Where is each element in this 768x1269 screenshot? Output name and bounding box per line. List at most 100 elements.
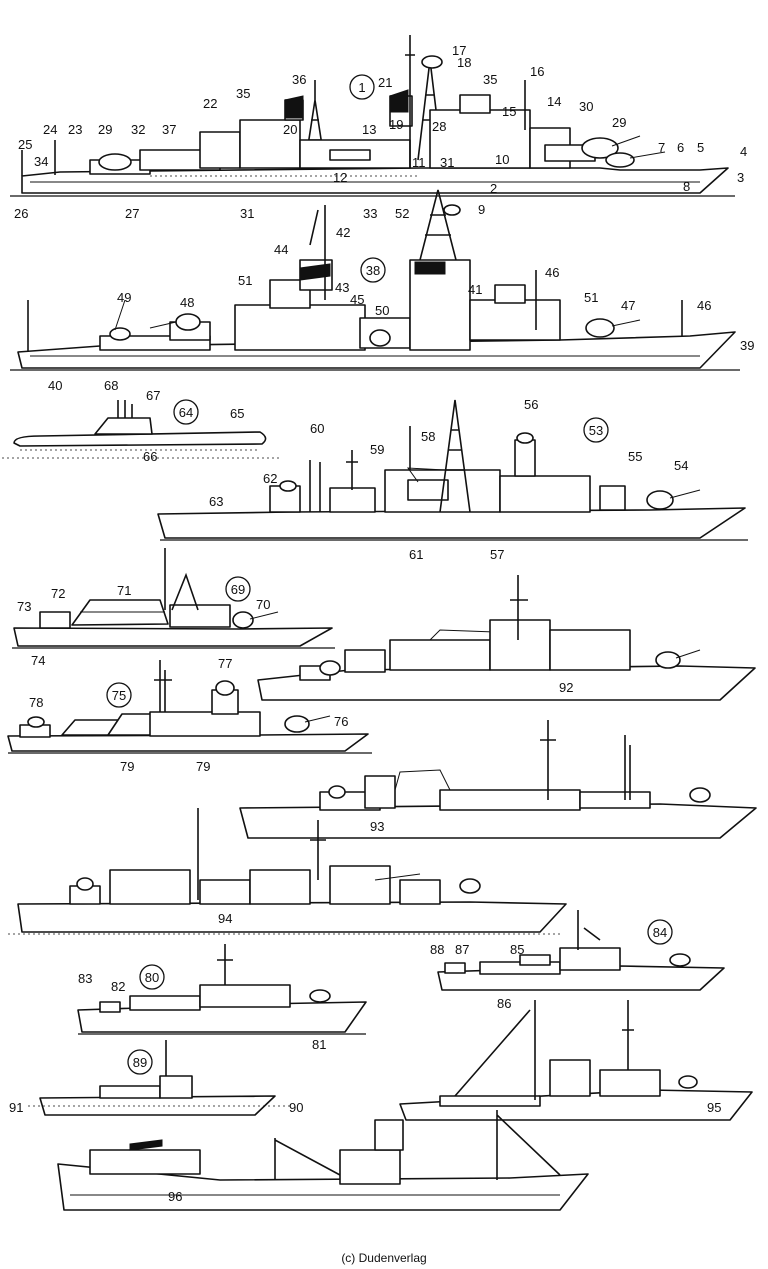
label-21: 21 (378, 75, 392, 90)
ship-89-patrol (28, 1040, 290, 1116)
ship-94-tender (8, 808, 567, 935)
label-47: 47 (621, 298, 635, 313)
label-44: 44 (274, 242, 288, 257)
label-48: 48 (180, 295, 194, 310)
label-5: 5 (697, 140, 704, 155)
label-10: 10 (495, 152, 509, 167)
label-24: 24 (43, 122, 57, 137)
label-27: 27 (125, 206, 139, 221)
label-6: 6 (677, 140, 684, 155)
label-92: 92 (559, 680, 573, 695)
label-78: 78 (29, 695, 43, 710)
label-45: 45 (350, 292, 364, 307)
ship-64-submarine (2, 400, 280, 459)
label-8: 8 (683, 179, 690, 194)
label-16: 16 (530, 64, 544, 79)
ship-93-tender (239, 720, 757, 839)
callout-53: 53 (589, 423, 603, 438)
label-42: 42 (336, 225, 350, 240)
label-29-aft: 29 (98, 122, 112, 137)
callout-84: 84 (653, 925, 667, 940)
callout-89: 89 (133, 1055, 147, 1070)
label-29-fwd: 29 (612, 115, 626, 130)
label-67: 67 (146, 388, 160, 403)
label-31-deck: 31 (440, 155, 454, 170)
label-66: 66 (143, 449, 157, 464)
part-labels: 2 3 4 5 6 7 8 9 10 11 12 13 14 15 16 17 … (9, 43, 754, 1204)
ship-95-tender (399, 1000, 753, 1121)
label-83: 83 (78, 971, 92, 986)
label-25: 25 (18, 137, 32, 152)
label-2: 2 (490, 181, 497, 196)
ship-1-destroyer (10, 35, 735, 197)
label-62: 62 (263, 471, 277, 486)
label-34: 34 (34, 154, 48, 169)
label-9: 9 (478, 202, 485, 217)
label-63: 63 (209, 494, 223, 509)
label-74: 74 (31, 653, 45, 668)
label-20: 20 (283, 122, 297, 137)
label-73: 73 (17, 599, 31, 614)
label-50: 50 (375, 303, 389, 318)
label-33: 33 (363, 206, 377, 221)
label-79-fwd: 79 (196, 759, 210, 774)
label-37: 37 (162, 122, 176, 137)
label-35-aft: 35 (236, 86, 250, 101)
label-36: 36 (292, 72, 306, 87)
label-87: 87 (455, 942, 469, 957)
label-14: 14 (547, 94, 561, 109)
label-41: 41 (468, 282, 482, 297)
label-17: 17 (452, 43, 466, 58)
callout-75: 75 (112, 688, 126, 703)
label-90: 90 (289, 1100, 303, 1115)
ship-69-patrol-boat (12, 548, 335, 649)
label-26: 26 (14, 206, 28, 221)
label-18: 18 (457, 55, 471, 70)
callout-69: 69 (231, 582, 245, 597)
label-11: 11 (412, 155, 426, 170)
label-58: 58 (421, 429, 435, 444)
label-56: 56 (524, 397, 538, 412)
label-95: 95 (707, 1100, 721, 1115)
ship-38-destroyer (10, 189, 740, 371)
ship-96-tanker (57, 1110, 589, 1211)
callout-circles: 1 38 64 53 69 75 80 84 89 (106, 74, 673, 1075)
label-46-mast: 46 (545, 265, 559, 280)
label-23: 23 (68, 122, 82, 137)
label-19: 19 (389, 117, 403, 132)
callout-1: 1 (358, 80, 365, 95)
callout-80: 80 (145, 970, 159, 985)
label-39: 39 (740, 338, 754, 353)
label-55: 55 (628, 449, 642, 464)
ship-92-frigate (257, 575, 756, 701)
ship-75-patrol-boat (7, 660, 372, 754)
label-85: 85 (510, 942, 524, 957)
label-49: 49 (117, 290, 131, 305)
label-61: 61 (409, 547, 423, 562)
label-86: 86 (497, 996, 511, 1011)
label-7: 7 (658, 140, 665, 155)
label-79-aft: 79 (120, 759, 134, 774)
label-13: 13 (362, 122, 376, 137)
ship-80-minesweeper (77, 944, 367, 1035)
label-82: 82 (111, 979, 125, 994)
label-22: 22 (203, 96, 217, 111)
label-68: 68 (104, 378, 118, 393)
callout-38: 38 (366, 263, 380, 278)
label-72: 72 (51, 586, 65, 601)
label-54: 54 (674, 458, 688, 473)
label-4: 4 (740, 144, 747, 159)
label-31-hull: 31 (240, 206, 254, 221)
label-12: 12 (333, 170, 347, 185)
label-51-aft: 51 (238, 273, 252, 288)
label-70: 70 (256, 597, 270, 612)
label-28: 28 (432, 119, 446, 134)
label-71: 71 (117, 583, 131, 598)
label-40: 40 (48, 378, 62, 393)
label-81: 81 (312, 1037, 326, 1052)
callout-64: 64 (179, 405, 193, 420)
label-76: 76 (334, 714, 348, 729)
label-32: 32 (131, 122, 145, 137)
label-65: 65 (230, 406, 244, 421)
